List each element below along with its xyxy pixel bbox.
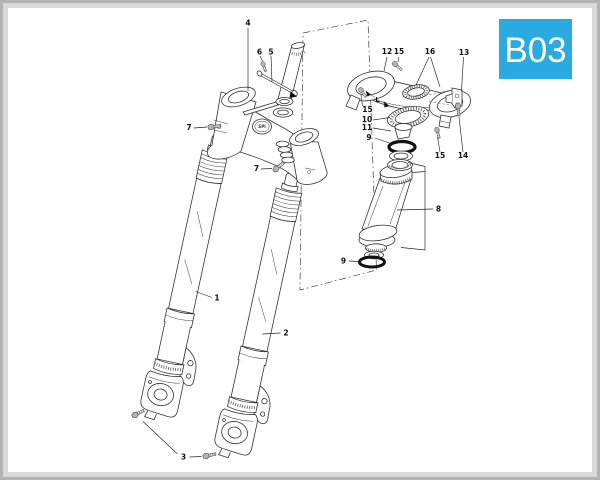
seal-group-bracket bbox=[400, 162, 426, 251]
callout-7a-label: 7 bbox=[186, 123, 191, 132]
callout-15a-label: 15 bbox=[394, 47, 404, 56]
seal-ring bbox=[387, 159, 413, 171]
callout-labels: 4 6 5 12 15 16 13 7 7 15 10 11 9 15 14 8… bbox=[181, 19, 469, 462]
loctite-mark: L bbox=[365, 90, 390, 108]
assembly-arrow bbox=[289, 91, 297, 98]
right-boss-ring-stack bbox=[275, 140, 295, 164]
dust-washer bbox=[389, 150, 413, 162]
logo-label: SPI bbox=[258, 124, 266, 129]
callout-15b-label: 15 bbox=[362, 105, 372, 114]
callout-12-label: 12 bbox=[382, 47, 392, 56]
callout-1-label: 1 bbox=[214, 294, 219, 303]
callout-15c-label: 15 bbox=[435, 151, 445, 160]
callout-6-label: 6 bbox=[257, 48, 262, 57]
loctite-letter: L bbox=[375, 96, 380, 104]
pinch-bolt bbox=[259, 60, 269, 73]
pinch-rod bbox=[256, 70, 298, 98]
callout-7b-label: 7 bbox=[254, 164, 259, 173]
upper-bearing-stack bbox=[386, 105, 430, 171]
page-inner-border: SPI bbox=[3, 3, 597, 477]
page-code-label: B03 bbox=[504, 31, 566, 70]
fork-leg-right bbox=[210, 167, 322, 466]
callout-10-label: 10 bbox=[362, 115, 372, 124]
reference-plane bbox=[299, 19, 377, 291]
top-pin-bolt bbox=[390, 59, 404, 73]
axle-bolt-right bbox=[202, 450, 217, 460]
callout-9b-label: 9 bbox=[341, 257, 346, 266]
callout-8-label: 8 bbox=[436, 205, 441, 214]
callout-16-label: 16 bbox=[425, 47, 435, 56]
callout-11-label: 11 bbox=[362, 123, 372, 132]
bearing-cone-11 bbox=[394, 123, 413, 140]
callout-14-label: 14 bbox=[458, 151, 468, 160]
page-code-box bbox=[499, 19, 572, 79]
leader-lines bbox=[142, 28, 464, 458]
upper-triple-clamp bbox=[345, 59, 471, 140]
callout-13-label: 13 bbox=[459, 48, 469, 57]
fork-leg-left bbox=[136, 129, 248, 428]
page-code-badge: B03 bbox=[499, 19, 572, 79]
axle-bolt-left bbox=[130, 407, 146, 420]
stem-dust-rings bbox=[272, 97, 294, 118]
callout-5-label: 5 bbox=[268, 48, 273, 57]
callout-2-label: 2 bbox=[283, 329, 288, 338]
callout-9a-label: 9 bbox=[366, 133, 371, 142]
steering-ring-nut bbox=[402, 84, 430, 100]
callout-3-label: 3 bbox=[181, 453, 186, 462]
steering-stem-column bbox=[358, 163, 413, 269]
o-ring-lower bbox=[358, 255, 386, 269]
bearing-seal-10 bbox=[386, 105, 430, 129]
logo-oval: SPI bbox=[252, 118, 272, 135]
parts-diagram: SPI bbox=[130, 19, 572, 466]
lower-triple-clamp: SPI bbox=[206, 42, 328, 185]
callout-4-label: 4 bbox=[245, 19, 250, 28]
